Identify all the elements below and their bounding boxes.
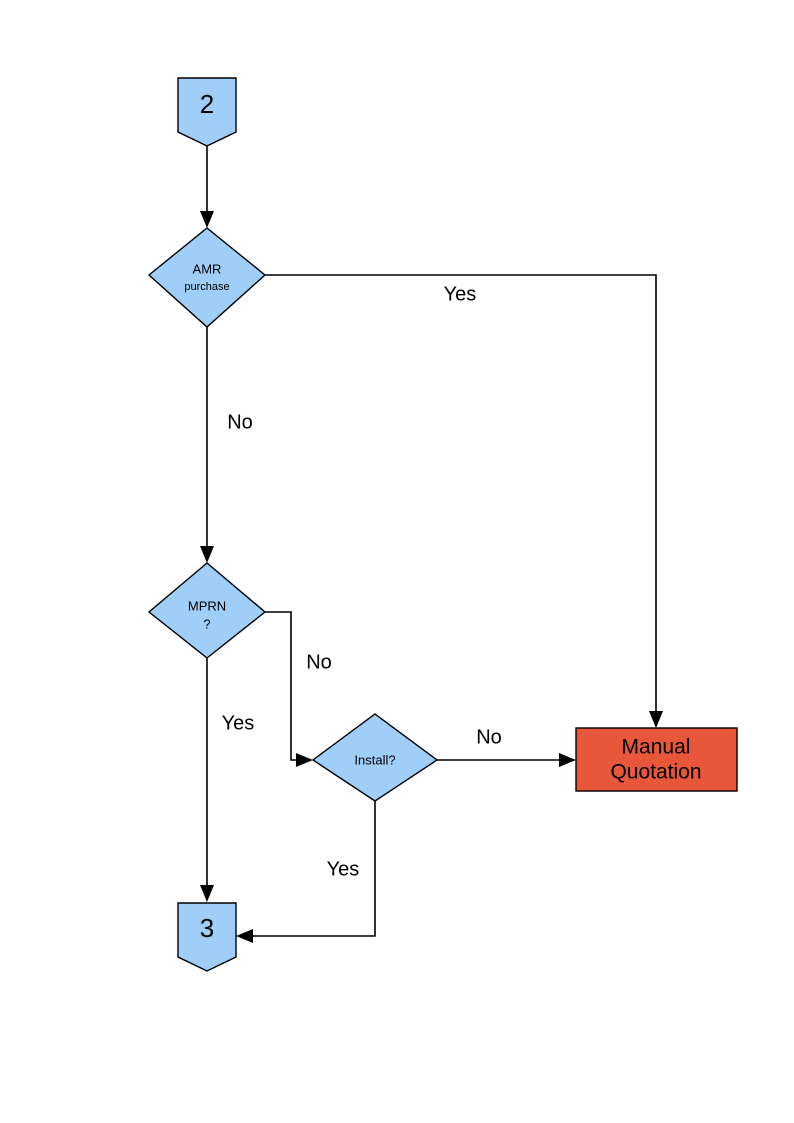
node-install-decision[interactable]: Install? — [311, 713, 439, 802]
edge-line — [265, 611, 300, 761]
node-start-connector[interactable]: 2 — [177, 77, 237, 147]
edge-label-amr-yes: Yes — [444, 283, 477, 305]
edge-amr-no — [200, 327, 214, 563]
edge-mprn-no — [265, 611, 313, 767]
manual-quotation-shape[interactable] — [575, 727, 738, 792]
manual-quotation-label-line1: Manual — [622, 736, 691, 759]
arrow-head-icon — [200, 885, 214, 902]
install-decision-shape[interactable] — [311, 713, 439, 802]
end-connector-shape[interactable] — [177, 902, 237, 972]
edge-label-mprn-yes: Yes — [222, 712, 255, 734]
install-decision-label: Install? — [354, 752, 395, 767]
amr-decision-shape[interactable] — [147, 227, 267, 328]
edge-label-install-yes: Yes — [327, 858, 360, 880]
edge-mprn-yes — [200, 658, 214, 902]
start-connector-shape[interactable] — [177, 77, 237, 147]
start-connector-label: 2 — [200, 89, 214, 119]
edge-label-mprn-no: No — [306, 651, 332, 673]
edge-amr-yes — [265, 274, 663, 728]
edge-start-to-amr — [200, 145, 214, 228]
edge-install-yes — [236, 801, 376, 943]
amr-decision-label-line1: AMR — [193, 261, 222, 276]
node-amr-decision[interactable]: AMR purchase — [147, 227, 267, 328]
mprn-decision-label-line1: MPRN — [188, 598, 226, 613]
arrow-head-icon — [296, 753, 313, 767]
manual-quotation-label-line2: Quotation — [610, 761, 701, 784]
arrow-head-icon — [200, 546, 214, 563]
node-end-connector[interactable]: 3 — [177, 902, 237, 972]
edge-label-install-no: No — [476, 726, 502, 748]
mprn-decision-label-line2: ? — [203, 616, 210, 631]
mprn-decision-shape[interactable] — [147, 562, 267, 659]
amr-decision-label-line2: purchase — [184, 281, 229, 293]
arrow-head-icon — [236, 929, 253, 943]
edge-line — [249, 801, 376, 937]
node-mprn-decision[interactable]: MPRN ? — [147, 562, 267, 659]
edge-line — [265, 274, 657, 716]
edge-label-amr-no: No — [227, 411, 253, 433]
arrow-head-icon — [649, 711, 663, 728]
end-connector-label: 3 — [200, 913, 214, 943]
edge-install-no — [437, 753, 576, 767]
arrow-head-icon — [200, 211, 214, 228]
arrow-head-icon — [559, 753, 576, 767]
node-manual-quotation[interactable]: Manual Quotation — [575, 727, 738, 792]
